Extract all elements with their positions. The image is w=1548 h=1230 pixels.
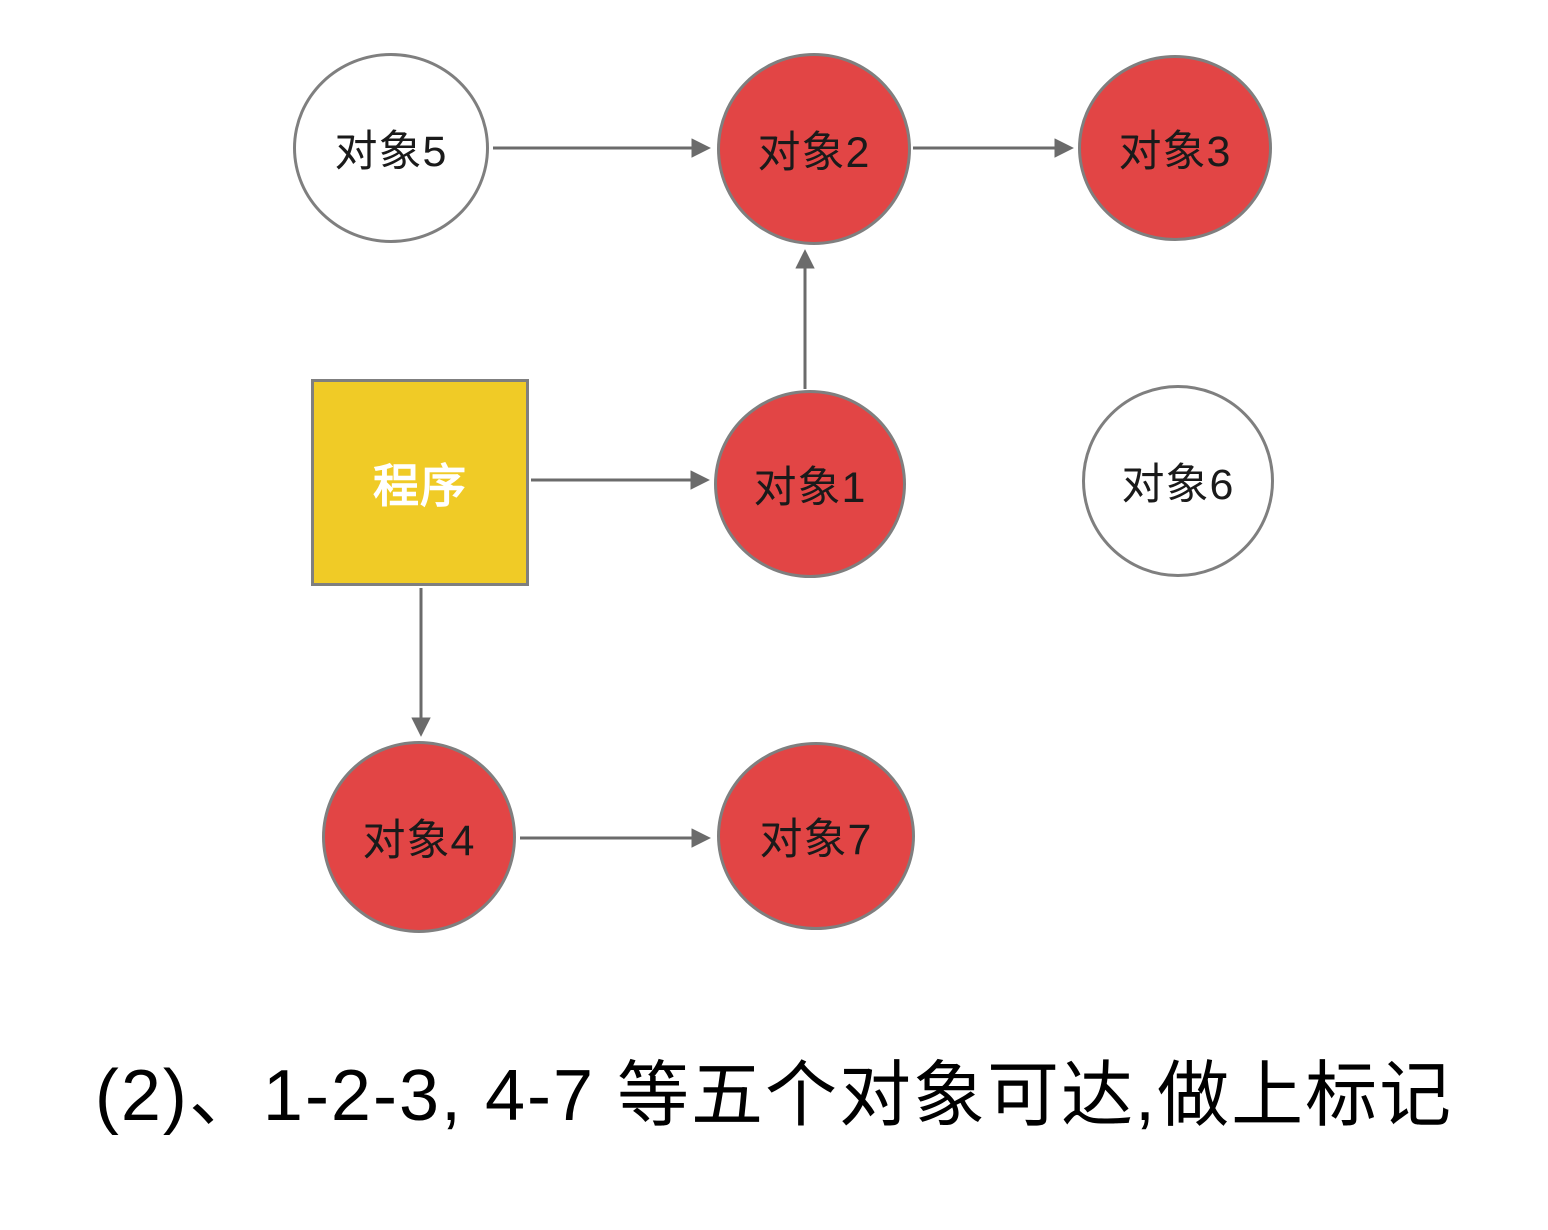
node-obj5: 对象5 xyxy=(293,53,489,243)
node-label-obj3: 对象3 xyxy=(1118,128,1232,176)
node-obj6: 对象6 xyxy=(1082,385,1274,577)
node-label-obj4: 对象4 xyxy=(362,817,476,865)
node-label-obj5: 对象5 xyxy=(334,128,448,176)
caption: (2)、1-2-3, 4-7 等五个对象可达,做上标记 xyxy=(94,1056,1454,1136)
node-label-obj7: 对象7 xyxy=(759,816,873,864)
node-label-obj2: 对象2 xyxy=(757,129,871,177)
node-label-obj6: 对象6 xyxy=(1121,461,1235,509)
node-program: 程序 xyxy=(311,379,529,586)
node-obj2: 对象2 xyxy=(717,53,911,245)
node-obj3: 对象3 xyxy=(1078,55,1272,241)
node-obj1: 对象1 xyxy=(714,390,906,578)
node-label-program: 程序 xyxy=(373,459,467,512)
node-obj4: 对象4 xyxy=(322,741,516,933)
node-label-obj1: 对象1 xyxy=(753,464,867,512)
node-obj7: 对象7 xyxy=(717,742,915,930)
